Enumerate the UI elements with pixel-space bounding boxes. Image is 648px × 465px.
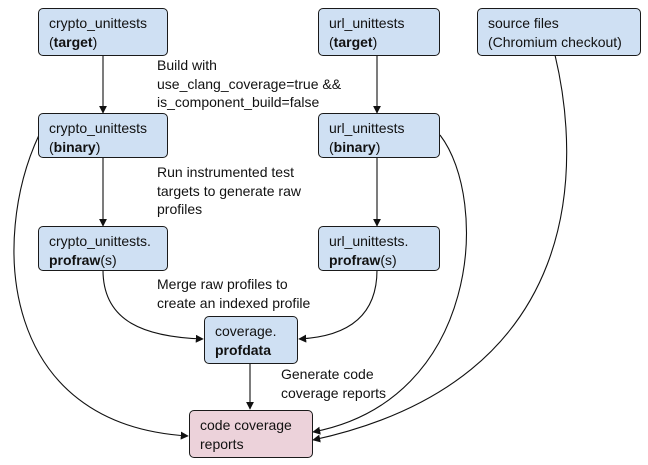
note-merge-line2: create an indexed profile xyxy=(157,294,311,311)
edge-url-binary-to-report xyxy=(312,134,467,435)
note-merge: Merge raw profiles to create an indexed … xyxy=(157,275,310,312)
node-crypto-target-post: ) xyxy=(92,34,98,50)
node-crypto-profraw-bold: profraw xyxy=(49,252,101,268)
node-crypto-binary-pre: ( xyxy=(49,139,54,155)
node-profdata-line1: coverage. xyxy=(215,323,277,339)
node-crypto-binary-post: ) xyxy=(95,139,101,155)
node-code-coverage-reports: code coverage reports xyxy=(189,410,313,458)
node-url-profraw-line1: url_unittests. xyxy=(329,233,409,249)
node-crypto-binary-bold: binary xyxy=(53,139,96,155)
node-crypto-profraw-post: (s) xyxy=(100,252,117,268)
node-source-files-line1: source files xyxy=(488,15,559,31)
note-build-line2: use_clang_coverage=true && xyxy=(157,75,342,92)
node-url-binary-bold: binary xyxy=(333,139,376,155)
node-url-unittests-binary: url_unittests (binary) xyxy=(318,113,440,158)
node-report-line2: reports xyxy=(200,436,244,452)
node-url-unittests-target: url_unittests (target) xyxy=(318,8,440,56)
node-url-binary-post: ) xyxy=(375,139,381,155)
node-crypto-unittests-profraw: crypto_unittests. profraw(s) xyxy=(38,226,168,271)
node-report-line1: code coverage xyxy=(200,417,292,433)
node-url-target-line1: url_unittests xyxy=(329,15,405,31)
node-url-profraw-post: (s) xyxy=(380,252,397,268)
node-crypto-target-pre: ( xyxy=(49,34,54,50)
note-run-line1: Run instrumented test xyxy=(157,164,294,180)
node-url-target-pre: ( xyxy=(329,34,334,50)
node-url-unittests-profraw: url_unittests. profraw(s) xyxy=(318,226,440,271)
note-run-line3: profiles xyxy=(157,201,203,217)
note-build-line1: Build with xyxy=(157,57,217,73)
node-crypto-binary-line1: crypto_unittests xyxy=(49,120,148,136)
node-url-binary-pre: ( xyxy=(329,139,334,155)
node-crypto-target-line1: crypto_unittests xyxy=(49,15,148,31)
node-source-files-line2: (Chromium checkout) xyxy=(488,34,622,50)
node-url-target-bold: target xyxy=(333,34,373,50)
note-generate-line1: Generate code xyxy=(281,366,374,382)
edge-source-files-to-report xyxy=(312,54,568,443)
node-crypto-unittests-binary: crypto_unittests (binary) xyxy=(38,113,168,158)
note-build: Build with use_clang_coverage=true && is… xyxy=(157,56,341,112)
node-crypto-profraw-line1: crypto_unittests. xyxy=(49,233,151,249)
note-generate-line2: coverage reports xyxy=(281,384,387,401)
node-source-files: source files (Chromium checkout) xyxy=(477,8,641,56)
node-crypto-unittests-target: crypto_unittests (target) xyxy=(38,8,168,56)
node-url-target-post: ) xyxy=(372,34,378,50)
note-merge-line1: Merge raw profiles to xyxy=(157,276,288,292)
node-url-profraw-bold: profraw xyxy=(329,252,381,268)
edge-crypto-profraw-to-profdata xyxy=(102,269,204,343)
note-generate: Generate code coverage reports xyxy=(281,365,386,402)
node-coverage-profdata: coverage. profdata xyxy=(204,316,298,364)
node-profdata-bold: profdata xyxy=(215,342,271,358)
note-run: Run instrumented test targets to generat… xyxy=(157,163,301,219)
node-url-binary-line1: url_unittests xyxy=(329,120,405,136)
edge-url-profraw-to-profdata xyxy=(298,269,378,343)
edge-crypto-binary-to-report xyxy=(13,134,189,440)
note-build-line3: is_component_build=false xyxy=(157,94,320,110)
note-run-line2: targets to generate raw xyxy=(157,182,301,199)
node-crypto-target-bold: target xyxy=(53,34,93,50)
